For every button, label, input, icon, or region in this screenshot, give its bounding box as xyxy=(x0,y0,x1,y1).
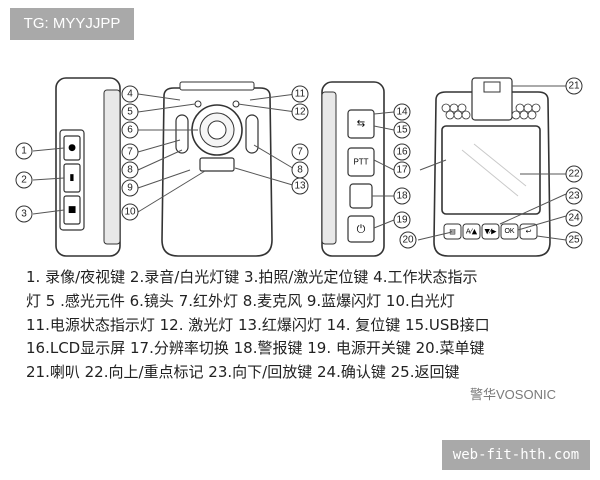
svg-text:8: 8 xyxy=(297,165,303,176)
power-button[interactable] xyxy=(347,215,375,243)
legend-line: 21.喇叭 22.向上/重点标记 23.向下/回放键 24.确认键 25.返回键 xyxy=(26,363,460,382)
callout-13 xyxy=(291,177,309,195)
callout-25 xyxy=(565,231,583,249)
callout-1 xyxy=(15,142,33,160)
callout-4 xyxy=(121,85,139,103)
callout-14 xyxy=(393,103,411,121)
legend-line: 1. 录像/夜视键 2.录音/白光灯键 3.拍照/激光定位键 4.工作状态指示 xyxy=(26,268,478,286)
svg-text:10: 10 xyxy=(124,207,136,218)
callout-7b xyxy=(291,143,309,161)
svg-text:↩: ↩ xyxy=(526,228,532,236)
callout-21 xyxy=(565,77,583,95)
side-view: ● ▮ ■ 1 2 3 xyxy=(15,77,121,257)
up-key[interactable] xyxy=(462,223,481,240)
audio-button[interactable] xyxy=(63,163,81,193)
ok-key[interactable] xyxy=(500,223,519,240)
device-diagram: ● ▮ ■ 1 2 3 4 5 xyxy=(15,77,583,257)
svg-text:9: 9 xyxy=(127,183,133,194)
menu-key[interactable] xyxy=(443,223,462,240)
callout-5 xyxy=(121,103,139,121)
speaker-grille xyxy=(441,103,541,120)
svg-text:14: 14 xyxy=(396,107,408,118)
svg-text:4: 4 xyxy=(127,89,133,100)
ir-light-left xyxy=(175,114,189,154)
right-side-view: ⇆ PTT ⏻ 14 15 17 18 19 xyxy=(321,81,411,257)
svg-text:15: 15 xyxy=(396,125,408,136)
watermark: 警华VOSONIC xyxy=(470,387,556,402)
svg-text:25: 25 xyxy=(568,235,580,246)
svg-text:21: 21 xyxy=(568,81,580,92)
callout-24 xyxy=(565,209,583,227)
callout-3 xyxy=(15,205,33,223)
white-light xyxy=(199,157,235,172)
callout-7a xyxy=(121,143,139,161)
alarm-button[interactable] xyxy=(349,183,373,209)
svg-text:16: 16 xyxy=(396,147,408,158)
callout-12 xyxy=(291,103,309,121)
callout-10 xyxy=(121,203,139,221)
callout-15 xyxy=(393,121,411,139)
legend-text: 1. 录像/夜视键 2.录音/白光灯键 3.拍照/激光定位键 4.工作状态指示 … xyxy=(26,266,586,385)
svg-text:12: 12 xyxy=(294,107,306,118)
svg-text:1: 1 xyxy=(21,146,27,157)
callout-22 xyxy=(565,165,583,183)
svg-text:2: 2 xyxy=(21,175,27,186)
power-icon: ⏻ xyxy=(357,223,366,236)
svg-text:13: 13 xyxy=(294,181,306,192)
video-icon: ● xyxy=(68,143,76,153)
callout-19 xyxy=(393,211,411,229)
top-tag: TG: MYYJJPP xyxy=(10,8,134,40)
callout-20 xyxy=(399,231,417,249)
svg-text:22: 22 xyxy=(568,169,580,180)
footer-tag: web-fit-hth.com xyxy=(442,440,590,470)
svg-text:8: 8 xyxy=(127,165,133,176)
svg-text:24: 24 xyxy=(568,213,580,224)
legend-line: 灯 5 .感光元件 6.镜头 7.红外灯 8.麦克风 9.蓝爆闪灯 10.白光灯 xyxy=(26,291,455,310)
callout-11 xyxy=(291,85,309,103)
ptt-button[interactable] xyxy=(347,147,375,177)
svg-text:20: 20 xyxy=(402,235,414,246)
legend-line: 16.LCD显示屏 17.分辨率切换 18.警报键 19. 电源开关键 20.菜… xyxy=(26,339,485,358)
svg-text:7: 7 xyxy=(127,147,133,158)
lcd-screen xyxy=(441,125,541,215)
svg-text:3: 3 xyxy=(21,209,27,220)
back-view: ▤ A⁄▲ ▼⁄▶ OK ↩ 21 16 22 23 24 20 25 xyxy=(393,77,583,257)
ir-light-right xyxy=(245,114,259,154)
callout-16 xyxy=(393,143,411,161)
svg-text:A⁄▲: A⁄▲ xyxy=(466,228,478,236)
callout-23 xyxy=(565,187,583,205)
svg-text:18: 18 xyxy=(396,191,408,202)
svg-text:5: 5 xyxy=(127,107,133,118)
usb-icon: ⇆ xyxy=(357,119,365,130)
callout-6 xyxy=(121,121,139,139)
legend-line: 11.电源状态指示灯 12. 激光灯 13.红爆闪灯 14. 复位键 15.US… xyxy=(26,315,490,334)
callout-9 xyxy=(121,179,139,197)
callout-18 xyxy=(393,187,411,205)
svg-text:6: 6 xyxy=(127,125,133,136)
svg-text:23: 23 xyxy=(568,191,580,202)
callout-17 xyxy=(393,161,411,179)
svg-text:17: 17 xyxy=(396,165,408,176)
callout-2 xyxy=(15,171,33,189)
svg-text:7: 7 xyxy=(297,147,303,158)
svg-text:▤: ▤ xyxy=(449,228,456,236)
mic-icon: ▮ xyxy=(70,173,75,183)
svg-text:▼⁄▶: ▼⁄▶ xyxy=(485,228,498,236)
svg-text:PTT: PTT xyxy=(353,158,368,167)
camera-icon: ■ xyxy=(68,205,77,215)
callout-8a xyxy=(121,161,139,179)
down-key[interactable] xyxy=(481,223,500,240)
svg-text:11: 11 xyxy=(295,89,306,100)
svg-text:OK: OK xyxy=(504,228,514,235)
front-view: 4 5 6 7 8 9 10 11 12 7 8 13 xyxy=(121,81,309,257)
svg-text:19: 19 xyxy=(396,215,408,226)
usb-port[interactable] xyxy=(347,109,375,139)
clip xyxy=(471,77,513,121)
front-keys: ▤ A⁄▲ ▼⁄▶ OK ↩ xyxy=(443,223,538,240)
